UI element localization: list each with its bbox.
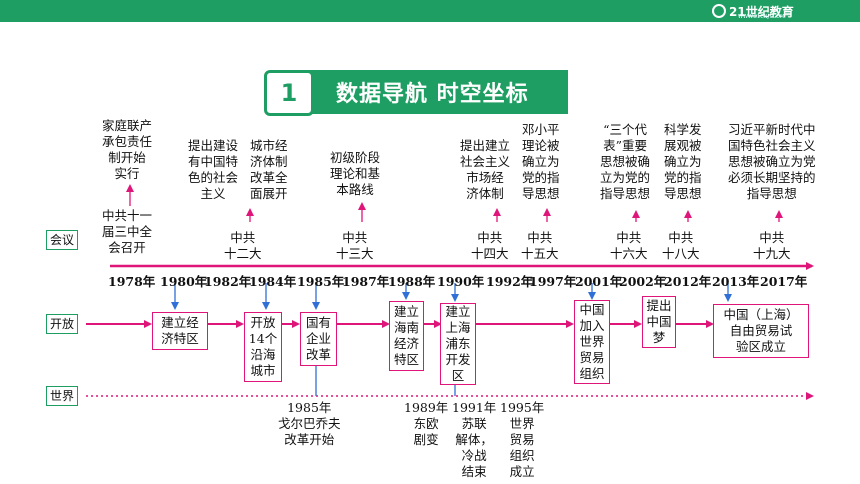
note-three-represents: “三个代 表”重要 思想被确 立为党的 指导思想	[600, 122, 651, 201]
world-gorbachev-reform: 1985年 戈尔巴乔夫 改革开始	[278, 400, 341, 447]
meeting-14th-congress: 中共 十四大	[471, 230, 509, 261]
meeting-13th-congress: 中共 十三大	[336, 230, 374, 261]
year-label: 2001年	[575, 274, 623, 289]
event-soe-reform: 国有 企业 改革	[300, 312, 337, 366]
logo-text: 21世纪教育	[729, 4, 794, 19]
world-ussr-collapse: 1991年 苏联 解体， 冷战 结束	[452, 400, 497, 479]
row-label-world: 世界	[46, 386, 79, 406]
logo-url: WWW.21CNJY.COM	[738, 14, 785, 20]
site-logo: 21世纪教育	[712, 2, 794, 20]
note-scientific-development: 科学发 展观被 确立为 党的指 导思想	[664, 122, 702, 201]
section-title: 数据导航 时空坐标	[296, 70, 568, 114]
event-pudong-development: 建立 上海 浦东 开发 区	[440, 303, 476, 385]
meeting-12th-congress: 中共 十二大	[224, 230, 262, 261]
event-hainan-sez: 建立 海南 经济 特区	[389, 301, 424, 371]
year-label: 1987年	[342, 274, 390, 289]
logo-icon	[712, 4, 726, 18]
row-label-meeting: 会议	[46, 230, 79, 250]
year-label: 1980年	[160, 274, 208, 289]
meeting-19th-congress: 中共 十九大	[753, 230, 791, 261]
event-join-wto: 中国 加入 世界 贸易 组织	[574, 300, 610, 384]
event-14-coastal-cities: 开放 14个 沿海 城市	[244, 312, 282, 382]
year-label: 1978年	[108, 274, 156, 289]
meeting-11th-3rd-plenum: 中共十一 届三中全 会召开	[102, 208, 153, 255]
year-label: 1982年	[204, 274, 252, 289]
section-number: 1	[264, 70, 314, 116]
meeting-16th-congress: 中共 十六大	[610, 230, 648, 261]
world-eastern-europe-upheaval: 1989年 东欧 剧变	[404, 400, 449, 447]
year-label: 1985年	[297, 274, 345, 289]
note-deng-theory: 邓小平 理论被 确立为 党的指 导思想	[522, 122, 560, 201]
note-market-economy: 提出建立 社会主义 市场经 济体制	[460, 138, 511, 201]
year-label: 2012年	[664, 274, 712, 289]
note-primary-stage: 初级阶段 理论和基 本路线	[330, 150, 381, 197]
year-label: 1997年	[529, 274, 577, 289]
event-shanghai-ftz: 中国（上海） 自由贸易试 验区成立	[713, 304, 809, 358]
note-urban-reform: 城市经 济体制 改革全 面展开	[250, 138, 288, 201]
year-label: 1984年	[249, 274, 297, 289]
top-banner	[0, 0, 860, 22]
event-china-dream: 提出 中国 梦	[642, 296, 676, 348]
year-label: 1990年	[437, 274, 485, 289]
meeting-18th-congress: 中共 十八大	[662, 230, 700, 261]
note-household-responsibility: 家庭联产 承包责任 制开始 实行	[102, 118, 153, 181]
row-label-opening: 开放	[46, 314, 79, 334]
world-wto-founded: 1995年 世界 贸易 组织 成立	[500, 400, 545, 479]
event-special-economic-zones: 建立经 济特区	[152, 312, 208, 350]
note-socialism-chinese-characteristics: 提出建设 有中国特 色的社会 主义	[188, 138, 239, 201]
year-label: 2017年	[760, 274, 808, 289]
year-label: 1992年	[486, 274, 534, 289]
note-xi-thought: 习近平新时代中 国特色社会主义 思想被确立为党 必须长期坚持的 指导思想	[728, 122, 816, 201]
year-label: 2013年	[712, 274, 760, 289]
year-label: 2002年	[619, 274, 667, 289]
year-label: 1988年	[388, 274, 436, 289]
meeting-15th-congress: 中共 十五大	[521, 230, 559, 261]
